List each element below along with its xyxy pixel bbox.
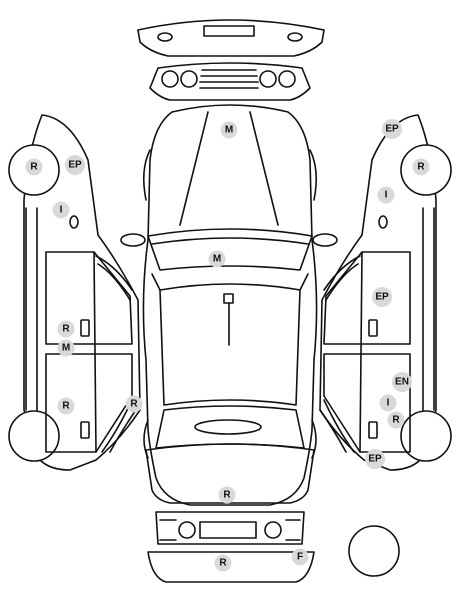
marker-badge — [214, 554, 232, 572]
marker-badge — [57, 339, 75, 357]
marker-label: R — [417, 162, 425, 173]
marker-badge — [57, 320, 75, 338]
marker-badge — [220, 121, 238, 139]
marker-badge — [387, 411, 405, 429]
marker-badge — [412, 158, 430, 176]
damage-marker-right-rear-door-mid[interactable]: I — [379, 394, 397, 412]
marker-badge — [125, 395, 143, 413]
marker-badge — [365, 449, 385, 469]
damage-marker-windshield[interactable]: M — [208, 250, 226, 268]
marker-badge — [372, 287, 392, 307]
damage-marker-left-rear-quarter[interactable]: R — [125, 395, 143, 413]
damage-marker-right-front-fender[interactable]: EP — [382, 119, 402, 139]
damage-marker-rear-bumper-center[interactable]: R — [214, 554, 232, 572]
spare-wheel — [348, 525, 400, 577]
damage-marker-rear-bumper-right[interactable]: F — [291, 548, 309, 566]
marker-badge — [291, 548, 309, 566]
marker-badge — [65, 155, 85, 175]
marker-label: R — [130, 399, 138, 410]
marker-label: R — [219, 558, 227, 569]
marker-label: EP — [68, 160, 82, 171]
marker-badge — [208, 250, 226, 268]
car-body-top-view — [120, 104, 338, 506]
rear-lights — [155, 511, 305, 545]
damage-marker-right-front-wheel[interactable]: R — [412, 158, 430, 176]
marker-label: M — [213, 254, 221, 265]
marker-badge — [377, 186, 395, 204]
marker-badge — [392, 372, 412, 392]
marker-label: I — [387, 398, 390, 409]
marker-label: M — [62, 343, 70, 354]
damage-marker-right-rear-door-low[interactable]: R — [387, 411, 405, 429]
damage-marker-left-front-wheel[interactable]: R — [25, 158, 43, 176]
marker-badge — [57, 397, 75, 415]
front-bumper — [137, 19, 325, 57]
marker-label: R — [30, 162, 38, 173]
damage-marker-left-rear-door[interactable]: R — [57, 397, 75, 415]
damage-marker-right-front-fender-mid[interactable]: I — [377, 186, 395, 204]
damage-marker-left-sill-mid[interactable]: M — [57, 339, 75, 357]
marker-label: EP — [375, 292, 389, 303]
front-grille — [149, 62, 311, 101]
marker-label: M — [225, 125, 233, 136]
marker-label: I — [385, 190, 388, 201]
marker-label: EP — [385, 124, 399, 135]
damage-marker-trunk[interactable]: R — [218, 486, 236, 504]
marker-badge — [25, 158, 43, 176]
marker-label: R — [223, 490, 231, 501]
marker-badge — [52, 201, 70, 219]
marker-label: EN — [395, 377, 409, 388]
marker-badge — [379, 394, 397, 412]
marker-badge — [218, 486, 236, 504]
damage-marker-right-rear-door-top[interactable]: EN — [392, 372, 412, 392]
marker-label: R — [62, 401, 70, 412]
damage-marker-right-front-door[interactable]: EP — [372, 287, 392, 307]
marker-label: EP — [368, 454, 382, 465]
damage-marker-left-front-door-handle[interactable]: R — [57, 320, 75, 338]
damage-marker-left-front-fender-mid[interactable]: I — [52, 201, 70, 219]
rear-bumper — [147, 551, 315, 583]
marker-badge — [382, 119, 402, 139]
damage-marker-right-rear-quarter[interactable]: EP — [365, 449, 385, 469]
marker-label: R — [62, 324, 70, 335]
damage-marker-hood-center[interactable]: M — [220, 121, 238, 139]
damage-marker-left-front-fender[interactable]: EP — [65, 155, 85, 175]
marker-label: I — [60, 205, 63, 216]
marker-label: R — [392, 415, 400, 426]
marker-label: F — [297, 552, 303, 563]
